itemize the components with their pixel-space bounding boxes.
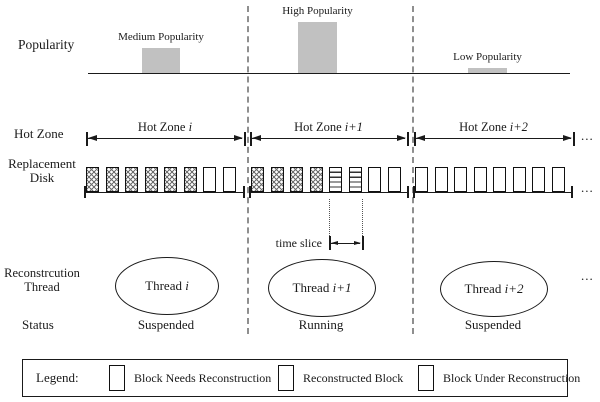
zone-2-span-right-tick-icon — [407, 131, 409, 146]
legend-item-reconstructed-block: Reconstructed Block — [278, 360, 403, 396]
zone-2-disk-baseline — [249, 192, 407, 193]
zone-1-disk-block-2-reconstructed — [105, 167, 119, 192]
zone-3-disk-block-2-needs — [434, 167, 448, 192]
zone-2-disk-right-tick-icon — [407, 186, 409, 198]
zone-3-disk-block-3-needs — [454, 167, 467, 192]
popularity-bar-label-high: High Popularity — [282, 5, 353, 17]
zone-2-arrowhead-right-icon — [397, 135, 406, 142]
zone-3-disk-block-5-needs — [493, 167, 506, 192]
zone-2-thread-ellipse: Thread i+1 — [268, 259, 376, 317]
popularity-bar-medium — [142, 48, 180, 73]
disk-row-ellipsis: ... — [581, 180, 594, 195]
zone-2-disk-block-6-under — [348, 167, 362, 192]
zone-3-span-right-tick-icon — [573, 131, 575, 146]
thread-row-ellipsis: ... — [581, 268, 594, 283]
time-slice-tick-icon-1 — [329, 236, 331, 250]
zone-3-disk-baseline — [413, 192, 571, 193]
popularity-bar-label-medium: Medium Popularity — [118, 31, 204, 43]
zone-1-arrowhead-right-icon — [234, 135, 243, 142]
row-label-replacement-disk: Replacement Disk — [8, 156, 76, 186]
zone-1-disk-block-7-needs — [203, 167, 216, 192]
zone-3-span-arrow-line — [416, 138, 571, 139]
zone-3-disk-block-1-needs — [415, 167, 428, 192]
zone-2-disk-block-2-reconstructed — [270, 167, 284, 192]
zone-3-thread-ellipse: Thread i+2 — [440, 261, 548, 317]
zone-2-disk-left-tick-icon — [249, 186, 251, 198]
zone-3-thread-label: Thread i+2 — [464, 281, 524, 296]
zone-separator-line-2 — [412, 6, 414, 334]
zone-1-disk-block-5-reconstructed — [164, 167, 177, 192]
legend: Legend: Block Needs Reconstruction Recon… — [22, 359, 580, 397]
time-slice-label: time slice — [275, 236, 322, 250]
legend-title: Legend: — [36, 370, 79, 385]
zone-1-disk-right-tick-icon — [243, 186, 245, 198]
zone-1-arrowhead-left-icon — [88, 135, 97, 142]
zone-2-disk-block-8-needs — [387, 167, 401, 192]
row-label-popularity: Popularity — [18, 37, 75, 52]
zone-2-disk-block-4-reconstructed — [309, 167, 323, 192]
time-slice-dotted-line-2 — [362, 199, 363, 236]
zone-3-disk-block-8-needs — [551, 167, 565, 192]
hot-zone-row-ellipsis: ... — [581, 128, 594, 143]
zone-1-disk-block-8-needs — [222, 167, 236, 192]
zone-2-hot-zone-label: Hot Zone i+1 — [294, 120, 363, 134]
zone-2-span-arrow-line — [252, 138, 405, 139]
reconstructed-block-swatch-icon — [278, 365, 294, 391]
zone-1-status-value: Suspended — [137, 317, 195, 332]
zone-1-thread-label: Thread i — [145, 278, 189, 293]
zone-separator-line-1 — [247, 6, 249, 334]
zone-3-disk-right-tick-icon — [571, 186, 573, 198]
zone-2-span-left-tick-icon — [250, 131, 252, 146]
zone-1-disk-left-tick-icon — [84, 186, 86, 198]
zone-3-span-left-tick-icon — [414, 131, 416, 146]
zone-2-disk-block-3-reconstructed — [290, 167, 303, 192]
popularity-bar-label-low: Low Popularity — [453, 51, 522, 63]
zone-3-disk-block-6-needs — [512, 167, 526, 192]
legend-item-block-needs-reconstruction: Block Needs Reconstruction — [109, 360, 271, 396]
zone-3-status-value: Suspended — [464, 317, 522, 332]
time-slice-dotted-line-1 — [329, 199, 330, 236]
popularity-baseline — [88, 73, 570, 74]
zone-2-arrowhead-left-icon — [252, 135, 261, 142]
zone-1-disk-block-3-reconstructed — [125, 167, 138, 192]
zone-1-disk-block-1-reconstructed — [86, 167, 99, 192]
popularity-bar-low — [468, 68, 507, 73]
zone-1-disk-block-4-reconstructed — [144, 167, 158, 192]
zone-1-span-arrow-line — [88, 138, 242, 139]
zone-1-span-left-tick-icon — [86, 131, 88, 146]
zone-1-disk-block-6-reconstructed — [183, 167, 197, 192]
zone-1-hot-zone-label: Hot Zone i — [137, 120, 193, 134]
zone-1-thread-ellipse: Thread i — [115, 257, 219, 315]
zone-3-disk-block-7-needs — [532, 167, 545, 192]
time-slice-arrowhead-right-icon — [354, 240, 361, 245]
zone-3-hot-zone-label: Hot Zone i+2 — [459, 120, 528, 134]
zone-3-arrowhead-right-icon — [563, 135, 572, 142]
time-slice-tick-icon-2 — [362, 236, 364, 250]
zone-1-disk-baseline — [84, 192, 243, 193]
zone-3-arrowhead-left-icon — [416, 135, 425, 142]
zone-1-span-right-tick-icon — [244, 131, 246, 146]
row-label-hot-zone: Hot Zone — [14, 126, 64, 141]
zone-2-thread-label: Thread i+1 — [292, 280, 352, 295]
zone-2-disk-block-1-reconstructed — [251, 167, 264, 192]
zone-2-disk-block-5-under — [329, 167, 342, 192]
block-needs-reconstruction-swatch-icon — [109, 365, 125, 391]
block-under-reconstruction-swatch-icon — [418, 365, 434, 391]
popularity-bar-high — [298, 22, 337, 73]
zone-3-disk-left-tick-icon — [413, 186, 415, 198]
zone-3-disk-block-4-needs — [473, 167, 487, 192]
time-slice-arrowhead-left-icon — [331, 240, 338, 245]
time-slice-arrow-line — [331, 243, 360, 244]
row-label-reconstruction-thread: Reconstrcution Thread — [4, 266, 80, 294]
zone-2-status-value: Running — [298, 317, 344, 332]
zone-2-disk-block-7-needs — [368, 167, 381, 192]
legend-item-block-under-reconstruction: Block Under Reconstruction — [418, 360, 580, 396]
row-label-status: Status — [22, 317, 54, 332]
